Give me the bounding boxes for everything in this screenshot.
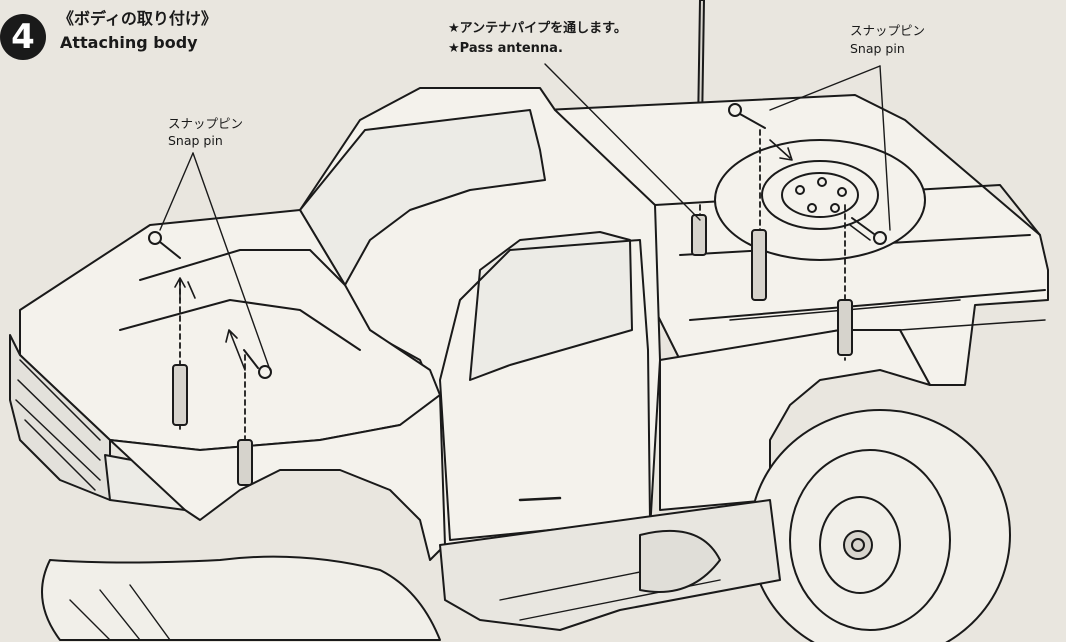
body-posts [172,214,853,486]
chassis [439,499,781,631]
snap-pin-rear-label-japanese: スナップピン [850,23,926,38]
spare-tire [714,139,926,261]
snap-pins [148,103,887,379]
direction-arrows [174,139,871,371]
grille [9,334,111,501]
snap-pin-front-label-japanese: スナップピン [168,116,244,131]
rear-fender [659,329,931,511]
step-title-japanese: 《ボディの取り付け》 [58,9,217,28]
step-number-badge: 4 [0,14,46,60]
antenna-note-english: ★Pass antenna. [448,41,563,56]
antenna-note-japanese: ★アンテナパイプを通します。 [448,21,627,36]
step-number: 4 [11,17,35,57]
front-wheel [41,555,441,641]
windshield [299,109,546,286]
snap-pin-front-label-english: Snap pin [168,133,223,148]
door [439,239,651,541]
snap-pin-rear-label-english: Snap pin [850,41,905,56]
front-fender [109,394,446,561]
side-window [469,231,633,381]
step-title-english: Attaching body [60,33,198,52]
rear-wheel [749,409,1011,642]
callout-leaders [159,63,891,371]
